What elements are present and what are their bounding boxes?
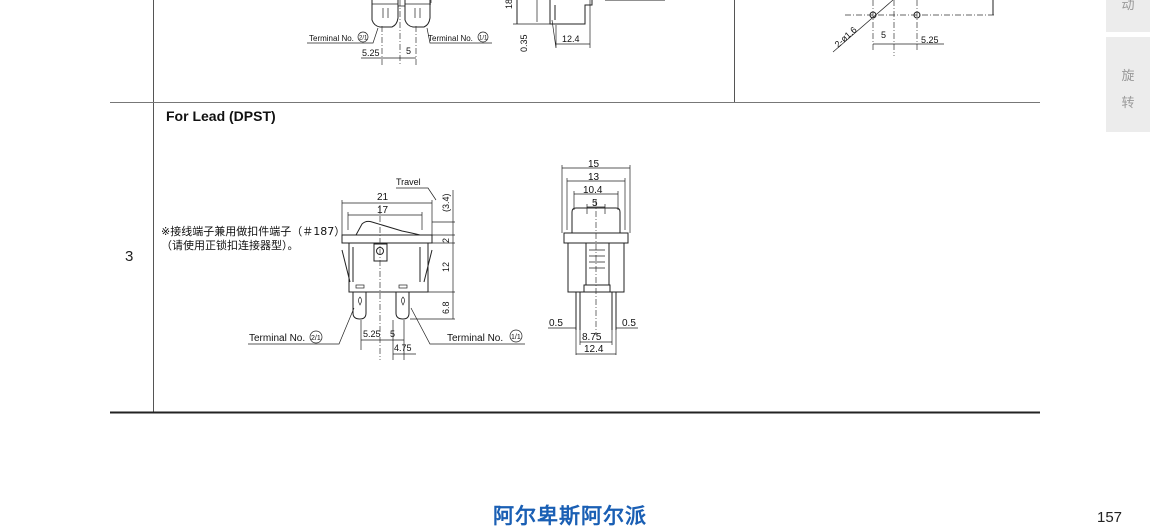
page-number: 157: [1097, 509, 1123, 526]
terminal-note: ※接线端子兼用做扣件端子（＃187） （请使用正锁扣连接器型）。: [161, 225, 345, 253]
terminal-label-right: Terminal No.: [428, 34, 473, 43]
dim-18: 18: [504, 0, 514, 9]
terminal-label-left: Terminal No.: [249, 333, 305, 344]
dim-21: 21: [377, 192, 389, 203]
hole-dim-5: 5: [881, 30, 886, 40]
dim-8-75: 8.75: [582, 332, 602, 343]
dim-3-4: (3.4): [441, 193, 451, 212]
dim-0-5-right: 0.5: [622, 318, 636, 329]
dpst-side-view: 15 13 10.4 5 0.5 0.5 8.75 12.4: [548, 159, 638, 355]
terminal-number-right: 1/1: [479, 36, 488, 42]
sidebar-button-1[interactable]: 动: [1106, 0, 1150, 32]
dim-5-25: 5.25: [363, 329, 381, 339]
note-line-2: （请使用正锁扣连接器型）。: [161, 239, 299, 252]
rotate-button[interactable]: 旋 转: [1106, 37, 1150, 132]
top-hole-layout: 2-ø1.6 5 5.25: [833, 0, 995, 56]
terminal-label-left: Terminal No.: [309, 34, 354, 43]
terminal-label-right: Terminal No.: [447, 333, 503, 344]
dim-6-8: 6.8: [441, 301, 451, 314]
dim-17: 17: [377, 205, 389, 216]
dim-13: 13: [588, 172, 600, 183]
rotate-label-2: 转: [1121, 95, 1135, 110]
dim-15: 15: [588, 159, 600, 170]
top-front-view: Terminal No. 2/1 Terminal No. 1/1 5.25 5: [307, 0, 492, 66]
dim-5-side: 5: [592, 198, 598, 209]
sidebar-button-1-label: 动: [1121, 0, 1135, 12]
terminal-number-right: 1/1: [511, 334, 521, 341]
dim-12-4: 12.4: [562, 34, 580, 44]
terminal-number-left: 2/1: [311, 335, 321, 342]
hole-label: 2-ø1.6: [833, 25, 859, 50]
brand-name: 阿尔卑斯阿尔派: [493, 504, 647, 528]
dpst-front-view: 21 17 Travel (3.4) 2 12 6.8 5.25 5 4.75 …: [248, 177, 525, 360]
dim-4-75: 4.75: [394, 343, 412, 353]
dim-2: 2: [441, 238, 451, 243]
section-title: For Lead (DPST): [166, 108, 276, 124]
rotate-label-1: 旋: [1121, 68, 1135, 83]
terminal-number-left: 2/1: [359, 36, 368, 42]
row-number: 3: [125, 248, 134, 265]
dim-12-4-side: 12.4: [584, 344, 604, 355]
hole-dim-5-25: 5.25: [921, 35, 939, 45]
top-side-view: 18 0.35 12.4: [504, 0, 665, 52]
dim-5: 5: [406, 46, 411, 56]
dim-0-5-left: 0.5: [549, 318, 563, 329]
note-line-1: ※接线端子兼用做扣件端子（＃187）: [161, 225, 346, 238]
dim-10-4: 10.4: [583, 185, 603, 196]
dim-5-25: 5.25: [362, 48, 380, 58]
dim-5: 5: [390, 329, 395, 339]
dim-0-35: 0.35: [519, 34, 529, 52]
travel-label: Travel: [396, 177, 421, 187]
dim-12: 12: [441, 262, 451, 272]
